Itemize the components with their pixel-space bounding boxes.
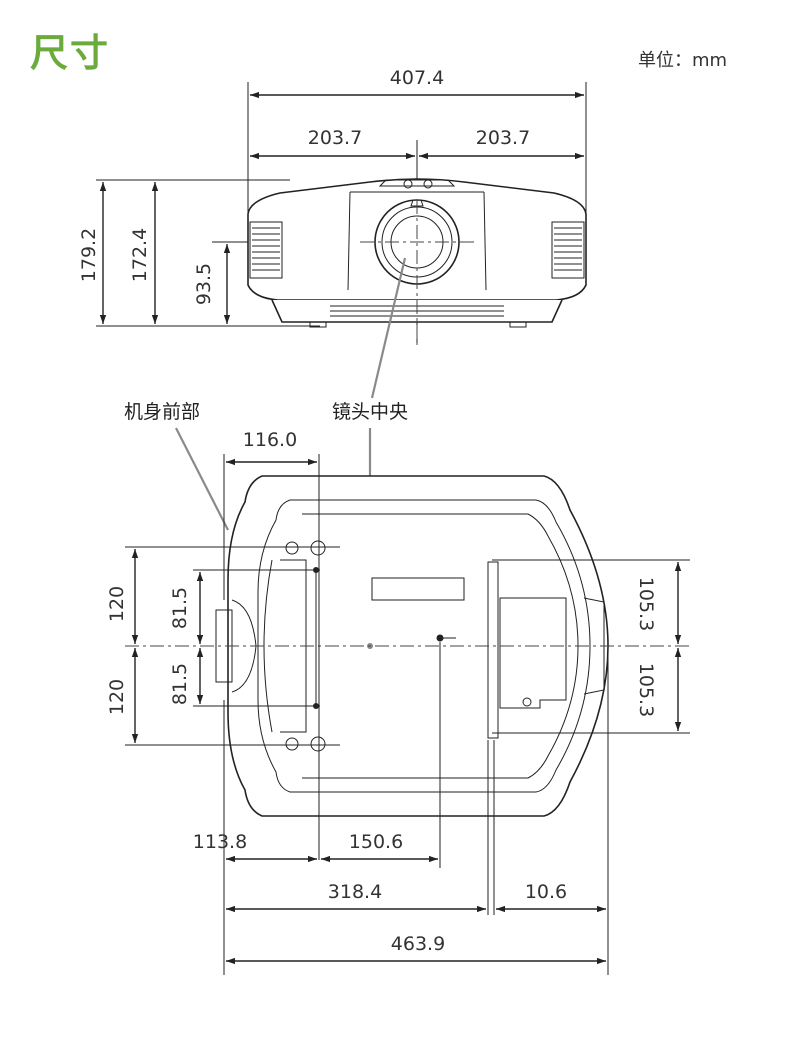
dim-hole-inner-lower: 81.5 [169,663,191,705]
dim-hole-upper: 120 [106,586,128,622]
dim-hole-to-center: 150.6 [349,831,403,853]
dim-half-left: 203.7 [308,127,362,149]
dim-right-step: 10.6 [525,881,567,903]
leader-lens-center-front [370,257,407,399]
dim-top-width: 407.4 [390,67,444,89]
dim-depth-total: 463.9 [391,933,445,955]
front-view: 407.4 203.7 203.7 179.2 172.4 93.5 [78,67,587,345]
dim-hole-lower: 120 [106,679,128,715]
unit-label: 单位：mm [638,50,728,71]
dim-height-lens: 93.5 [193,263,215,305]
dim-height-body: 172.4 [129,228,151,282]
page-title: 尺寸 [30,31,111,75]
dim-hole-inner-upper: 81.5 [169,587,191,629]
dim-front-offset: 113.8 [193,831,247,853]
top-view [125,475,690,817]
label-front: 机身前部 [124,401,200,423]
dim-height-total: 179.2 [78,228,100,282]
leader-front [175,427,229,531]
dim-half-right: 203.7 [476,127,530,149]
dim-lens-depth: 116.0 [243,429,297,451]
top-view-dimensions: 116.0 120 120 81.5 81.5 105.3 105.3 113.… [106,429,690,975]
dim-right-lower: 105.3 [635,663,657,717]
label-lens-center: 镜头中央 [332,401,408,423]
dim-right-upper: 105.3 [635,577,657,631]
dim-depth-partial: 318.4 [328,881,382,903]
